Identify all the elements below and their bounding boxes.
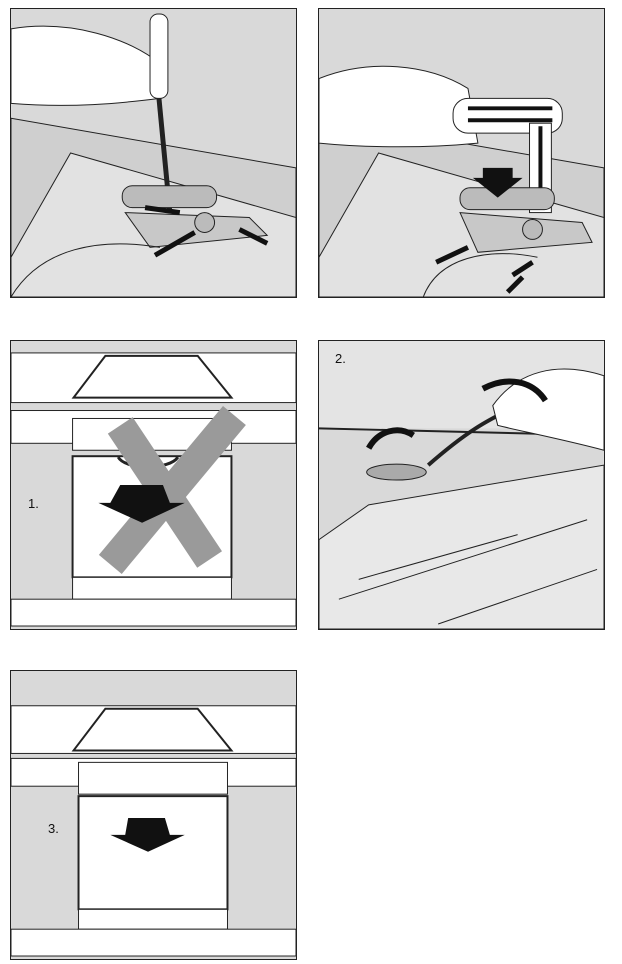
panel-tool (318, 8, 605, 298)
arrow-down-icon (472, 167, 523, 198)
screwdriver-illustration (11, 13, 296, 297)
cover-removal-illustration (319, 341, 604, 629)
rotate-arrow-icon (481, 378, 548, 403)
panel-step-1: 1. (10, 340, 297, 630)
screwdriver-icon (149, 13, 169, 99)
arrow-down-icon (110, 817, 185, 852)
step-label: 3. (48, 821, 59, 836)
cooktop-icon (71, 354, 234, 399)
hand-icon (11, 25, 161, 106)
arrow-icon (144, 205, 269, 258)
curved-arrow-icon (366, 427, 415, 450)
cover-icon (366, 463, 427, 481)
tool-illustration (319, 65, 604, 297)
arrow-down-icon (98, 485, 185, 523)
arrow-icon (435, 245, 534, 294)
step-label: 2. (335, 351, 346, 366)
panel-screwdriver (10, 8, 297, 298)
panel-step-2: 2. (318, 340, 605, 630)
oven-illustration (11, 705, 296, 957)
cooktop-icon (71, 707, 234, 752)
hand-icon (319, 65, 479, 148)
step-label: 1. (28, 496, 39, 511)
panel-step-3: 3. (10, 670, 297, 960)
oven-door (77, 795, 229, 911)
oven-illustration (11, 352, 296, 627)
